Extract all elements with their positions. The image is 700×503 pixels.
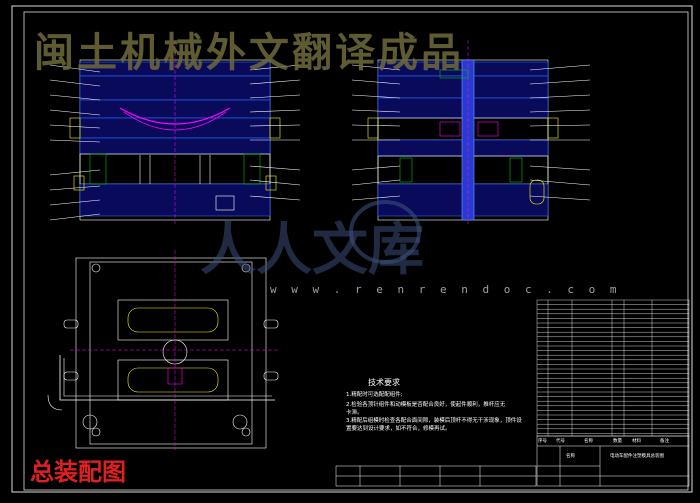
parts-list [536, 299, 690, 437]
watermark-logo-text: 人人文库 [200, 217, 424, 283]
col-remark: 备注 [660, 439, 669, 444]
col-material: 材料 [632, 439, 641, 444]
watermark-logo-ring [349, 200, 421, 264]
tech-req-line: 2.检验各顶针组件和动模板是否配合良好，使起件顺利，推杆应无 [346, 402, 506, 408]
col-seq: 序号 [538, 439, 547, 444]
drawing-name: 电动车配件注塑模具总装图 [610, 454, 664, 459]
tech-req-line: 1.精配时可选配配组件; [346, 392, 403, 398]
tech-req-line: 3.精配后组模时检查各配合面间隙，装模后顶杆不得无干涉现象，顶件设 [346, 418, 522, 424]
title-block [335, 435, 690, 487]
col-name: 名称 [584, 439, 593, 444]
watermark-title: 闽土机械外文翻译成品 [34, 30, 464, 76]
tech-req-line: 卡滞。 [346, 410, 363, 416]
technical-requirements-heading: 技术要求 [368, 378, 400, 387]
drawing-label: 总装配图 [30, 458, 126, 486]
outer-border [11, 5, 693, 493]
col-code: 代号 [556, 439, 565, 444]
name-header: 名称 [566, 454, 575, 459]
col-qty: 数量 [613, 439, 622, 444]
plan-view [47, 250, 280, 450]
inner-border [23, 11, 689, 491]
left-section-view [49, 40, 301, 225]
watermark-url: w w w . r e n r e n d o c . c o m [270, 283, 621, 296]
tech-req-line: 置要达到设计要求，如不符合，修模再试。 [346, 426, 451, 432]
